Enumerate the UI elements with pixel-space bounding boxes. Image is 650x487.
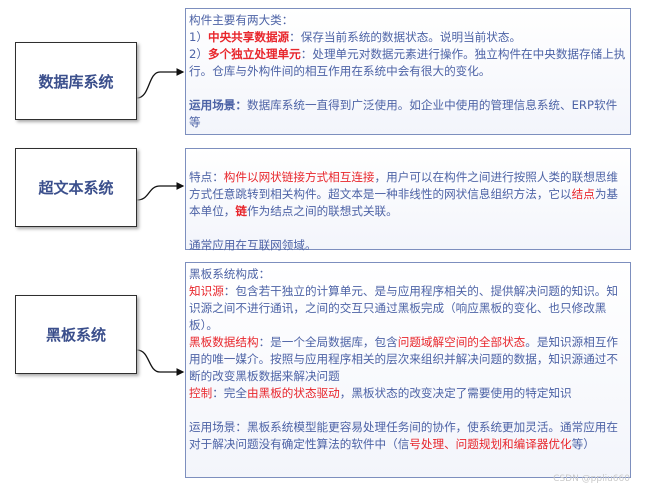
description-text: 等） bbox=[571, 437, 595, 451]
database-system-box: 数据库系统 bbox=[15, 42, 137, 120]
description-paragraph: 控制：完全由黑板的状态驱动，黑板状态的改变决定了需要使用的特定知识 bbox=[189, 385, 627, 402]
description-paragraph: 黑板数据结构：是一个全局数据库，包含问题域解空间的全部状态。是知识源相互作用的唯… bbox=[189, 334, 627, 385]
description-text: 通常应用在互联网领域。 bbox=[189, 238, 317, 252]
description-text: 运用场景：黑板系统模型能更容易处理任务间的协作，使系统更加灵活。通常应用在对于解… bbox=[189, 420, 618, 451]
description-paragraph: 运用场景：数据库系统一直得到广泛使用。如企业中使用的管理信息系统、ERP软件等 bbox=[189, 97, 627, 131]
description-paragraph: 黑板系统构成： bbox=[189, 266, 627, 283]
arrow-blackboard bbox=[136, 349, 185, 376]
description-text: ：是一个全局数据库，包含 bbox=[258, 335, 398, 349]
highlighted-text: 知识源 bbox=[189, 284, 224, 298]
description-text: 作为结点之间的联想式关联。 bbox=[247, 204, 398, 218]
description-text: 2） bbox=[189, 47, 208, 61]
highlighted-text: 中央共享数据源 bbox=[207, 30, 290, 44]
description-text: ：完全 bbox=[212, 386, 247, 400]
description-text: 构件主要有两大类： bbox=[189, 13, 294, 27]
arrow-database bbox=[136, 68, 185, 99]
description-text: ，用户可以在构件之间进行按照人类的联想思维方式任意跳转到相关构件。超文本是一种非… bbox=[189, 170, 619, 201]
paragraph-spacer bbox=[189, 152, 627, 169]
blackboard-system-box: 黑板系统 bbox=[15, 295, 137, 374]
description-text: ，黑板状态的改变决定了需要使用的特定知识 bbox=[339, 386, 572, 400]
description-paragraph: 构件主要有两大类： bbox=[189, 12, 627, 29]
description-text: 数据库系统一直得到广泛使用。如企业中使用的管理信息系统、ERP软件等 bbox=[189, 98, 618, 129]
description-paragraph: 2）多个独立处理单元：处理单元对数据元素进行操作。独立构件在中央数据存储上执行。… bbox=[189, 46, 627, 80]
highlighted-text: 控制 bbox=[189, 386, 213, 400]
description-paragraph: 通常应用在互联网领域。 bbox=[189, 237, 627, 254]
description-paragraph: 知识源：包含若干独立的计算单元、是与应用程序相关的、提供解决问题的知识。知识源之… bbox=[189, 283, 627, 334]
highlighted-text: 问题域解空间的全部状态 bbox=[397, 335, 526, 349]
description-text: 。是知识源相互作用的唯一媒介。按照与应用程序相关的层次来组织并解决问题的数据，知… bbox=[189, 335, 619, 383]
highlighted-text: 构件以网状链接方式相互连接 bbox=[223, 170, 375, 184]
watermark: CSDN @ppliu660 bbox=[553, 474, 630, 484]
highlighted-text: 黑板数据结构 bbox=[189, 335, 259, 349]
description-paragraph: 运用场景：黑板系统模型能更容易处理任务间的协作，使系统更加灵活。通常应用在对于解… bbox=[189, 419, 627, 453]
hypertext-system-box: 超文本系统 bbox=[15, 148, 137, 227]
description-paragraph: 1）中央共享数据源：保存当前系统的数据状态。说明当前状态。 bbox=[189, 29, 627, 46]
highlighted-text: 链 bbox=[235, 204, 247, 218]
description-text: 运用场景： bbox=[189, 98, 247, 112]
paragraph-spacer bbox=[189, 402, 627, 419]
database-description: 构件主要有两大类：1）中央共享数据源：保存当前系统的数据状态。说明当前状态。2）… bbox=[185, 8, 631, 135]
description-text: ：保存当前系统的数据状态。说明当前状态。 bbox=[289, 30, 522, 44]
highlighted-text: 多个独立处理单元 bbox=[207, 47, 301, 61]
description-text: ：包含若干独立的计算单元、是与应用程序相关的、提供解决问题的知识。知识源之间不进… bbox=[189, 284, 618, 332]
highlighted-text: 由黑板的状态驱动 bbox=[247, 386, 340, 400]
description-text: ：处理单元对数据元素进行操作。独立构件在中央数据存储上执行。仓库与外构件间的相互… bbox=[189, 47, 626, 78]
description-text: 黑板系统构成： bbox=[189, 267, 271, 281]
hypertext-description: 特点：构件以网状链接方式相互连接，用户可以在构件之间进行按照人类的联想思维方式任… bbox=[185, 148, 631, 252]
blackboard-system-label: 黑板系统 bbox=[45, 326, 106, 344]
description-text: 1） bbox=[189, 30, 208, 44]
database-system-label: 数据库系统 bbox=[38, 72, 114, 91]
description-paragraph: 特点：构件以网状链接方式相互连接，用户可以在构件之间进行按照人类的联想思维方式任… bbox=[189, 169, 627, 220]
highlighted-text: 结点 bbox=[571, 187, 595, 201]
description-text: 为基本单位， bbox=[189, 187, 619, 218]
arrow-hypertext bbox=[136, 182, 185, 201]
blackboard-description: 黑板系统构成： 知识源：包含若干独立的计算单元、是与应用程序相关的、提供解决问题的… bbox=[185, 262, 631, 478]
paragraph-spacer bbox=[189, 220, 627, 237]
hypertext-system-label: 超文本系统 bbox=[38, 179, 114, 197]
paragraph-spacer bbox=[189, 80, 627, 97]
description-text: 特点： bbox=[189, 170, 224, 184]
highlighted-text: 号处理、问题规划和编译器优化 bbox=[409, 437, 572, 451]
